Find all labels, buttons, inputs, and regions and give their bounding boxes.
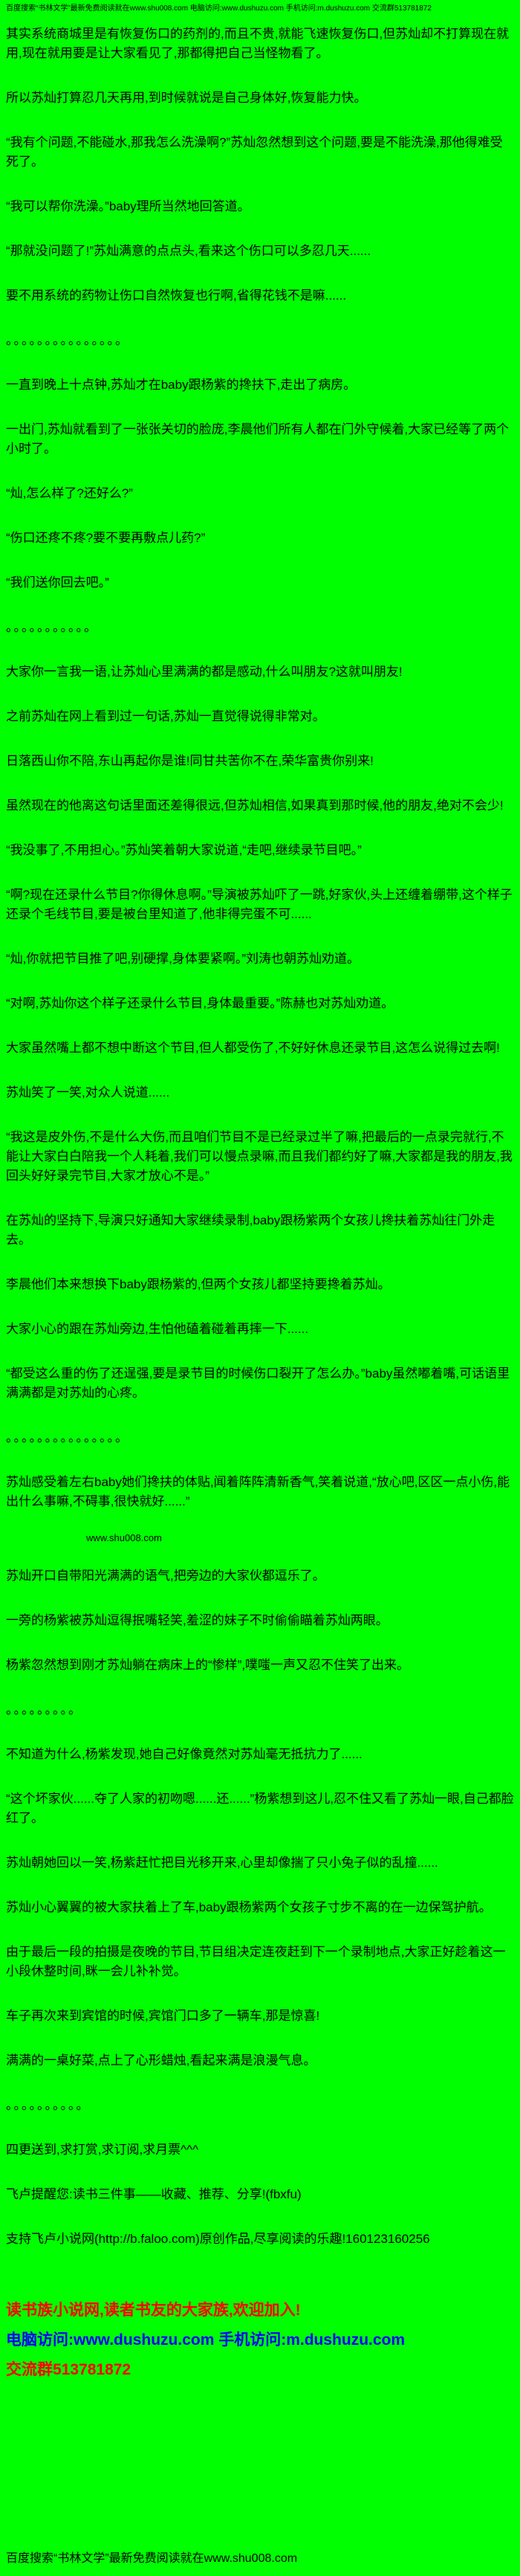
paragraph: “都受这么重的伤了还逞强,要是录节目的时候伤口裂开了怎么办。”baby虽然嘟着嘴… [6,1366,510,1400]
paragraph: “我们送你回去吧。” [6,575,109,590]
paragraph: 李晨他们本来想换下baby跟杨紫的,但两个女孩儿都坚持要搀着苏灿。 [6,1277,391,1291]
paragraph: 苏灿笑了一笑,对众人说道...... [6,1085,170,1100]
paragraph: 苏灿感受着左右baby她们搀扶的体贴,闻着阵阵清新香气,笑着说道,“放心吧,区区… [6,1475,510,1508]
paragraph: 。。。。。。。。。。。。。。。 [6,1430,129,1444]
paragraph: 之前苏灿在网上看到过一句话,苏灿一直觉得说得非常对。 [6,709,325,723]
paragraph: 。。。。。。。。。。。。。。。 [6,333,129,347]
top-note: 百度搜索“书林文学”最新免费阅读就在www.shu008.com 电脑访问:ww… [6,4,432,13]
paragraph: 。。。。。。。。。。。 [6,620,98,634]
bottom-note: 百度搜索“书林文学”最新免费阅读就在www.shu008.com [6,2552,298,2565]
paragraph: “我没事了,不用担心。”苏灿笑着朝大家说道,“走吧,继续录节目吧。” [6,843,362,857]
paragraph: 车子再次来到宾馆的时候,宾馆门口多了一辆车,那是惊喜! [6,2009,320,2023]
paragraph: 大家小心的跟在苏灿旁边,生怕他磕着碰着再摔一下...... [6,1322,309,1336]
paragraph: 苏灿开口自带阳光满满的语气,把旁边的大家伙都逗乐了。 [6,1569,325,1583]
paragraph: “我这是皮外伤,不是什么大伤,而且咱们节目不是已经录过半了嘛,把最后的一点录完就… [6,1130,513,1183]
paragraph: 苏灿小心翼翼的被大家扶着上了车,baby跟杨紫两个女孩子寸步不离的在一边保驾护航… [6,1900,492,1914]
paragraph: 杨紫忽然想到刚才苏灿躺在病床上的“惨样”,噗嗤一声又忍不住笑了出来。 [6,1658,410,1672]
paragraph: “灿,你就把节目推了吧,别硬撑,身体要紧啊。”刘涛也朝苏灿劝道。 [6,952,360,966]
paragraph: 要不用系统的药物让伤口自然恢复也行啊,省得花钱不是嘛...... [6,288,347,303]
paragraph: “灿,怎么样了?还好么?” [6,486,133,500]
paragraph: “我可以帮你洗澡。”baby理所当然地回答道。 [6,199,250,213]
paragraph: “对啊,苏灿你这个样子还录什么节目,身体最重要。”陈赫也对苏灿劝道。 [6,996,394,1010]
paragraph: 一出门,苏灿就看到了一张张关切的脸庞,李晨他们所有人都在门外守候着,大家已经等了… [6,422,510,456]
paragraph: 在苏灿的坚持下,导演只好通知大家继续录制,baby跟杨紫两个女孩儿搀扶着苏灿往门… [6,1213,495,1247]
paragraph: 支持飞卢小说网(http://b.faloo.com)原创作品,尽享阅读的乐趣!… [6,2232,430,2246]
paragraph: 所以苏灿打算忍几天再用,到时候就说是自己身体好,恢复能力快。 [6,91,367,105]
paragraph: 大家虽然嘴上都不想中断这个节目,但人都受伤了,不好好休息还录节目,这怎么说得过去… [6,1041,500,1055]
paragraph: 由于最后一段的拍摄是夜晚的节目,节目组决定连夜赶到下一个录制地点,大家正好趁着这… [6,1945,506,1978]
footer-access-line: 电脑访问:www.dushuzu.com 手机访问:m.dushuzu.com [6,2331,406,2349]
paragraph: 一旁的杨紫被苏灿逗得抿嘴轻笑,羞涩的妹子不时偷偷瞄着苏灿两眼。 [6,1613,389,1627]
paragraph: 。。。。。。。。。 [6,1702,82,1717]
paragraph: 飞卢提醒您:读书三件事——收藏、推荐、分享!(fbxfu) [6,2187,302,2201]
footer-join-line: 读书族小说网,读者书友的大家族,欢迎加入! [6,2302,301,2319]
novel-text: 其实系统商城里是有恢复伤口的药剂的,而且不贵,就能飞速恢复伤口,但苏灿却不打算现… [0,14,520,2274]
paragraph: 不知道为什么,杨紫发现,她自己好像竟然对苏灿毫无抵抗力了...... [6,1747,363,1761]
paragraph: 一直到晚上十点钟,苏灿才在baby跟杨紫的搀扶下,走出了病房。 [6,378,357,392]
paragraph: 大家你一言我一语,让苏灿心里满满的都是感动,什么叫朋友?这就叫朋友! [6,665,403,679]
paragraph: 四更送到,求打赏,求订阅,求月票^^^ [6,2143,199,2157]
paragraph: 。。。。。。。。。。 [6,2098,91,2112]
paragraph: “我有个问题,不能碰水,那我怎么洗澡啊?”苏灿忽然想到这个问题,要是不能洗澡,那… [6,135,503,169]
footer: 读书族小说网,读者书友的大家族,欢迎加入! 电脑访问:www.dushuzu.c… [0,2274,520,2380]
paragraph: 满满的一桌好菜,点上了心形蜡烛,看起来满是浪漫气息。 [6,2053,316,2067]
watermark: www.shu008.com [86,1532,162,1543]
paragraph: “这个坏家伙......夺了人家的初吻嗯......还......”杨紫想到这儿… [6,1792,514,1825]
paragraph: 其实系统商城里是有恢复伤口的药剂的,而且不贵,就能飞速恢复伤口,但苏灿却不打算现… [6,27,510,60]
footer-group-line: 交流群513781872 [6,2361,131,2378]
paragraph: “啊?现在还录什么节目?你得休息啊。”导演被苏灿吓了一跳,好家伙,头上还缠着绷带… [6,888,513,921]
paragraph: “伤口还疼不疼?要不要再敷点儿药?” [6,531,206,545]
paragraph: 日落西山你不陪,东山再起你是谁!同甘共苦你不在,荣华富贵你别来! [6,754,374,768]
paragraph: “那就没问题了!”苏灿满意的点点头,看来这个伤口可以多忍几天...... [6,244,371,258]
paragraph: 苏灿朝她回以一笑,杨紫赶忙把目光移开来,心里却像揣了只小兔子似的乱撞...... [6,1856,438,1870]
paragraph: 虽然现在的他离这句话里面还差得很远,但苏灿相信,如果真到那时候,他的朋友,绝对不… [6,798,504,813]
